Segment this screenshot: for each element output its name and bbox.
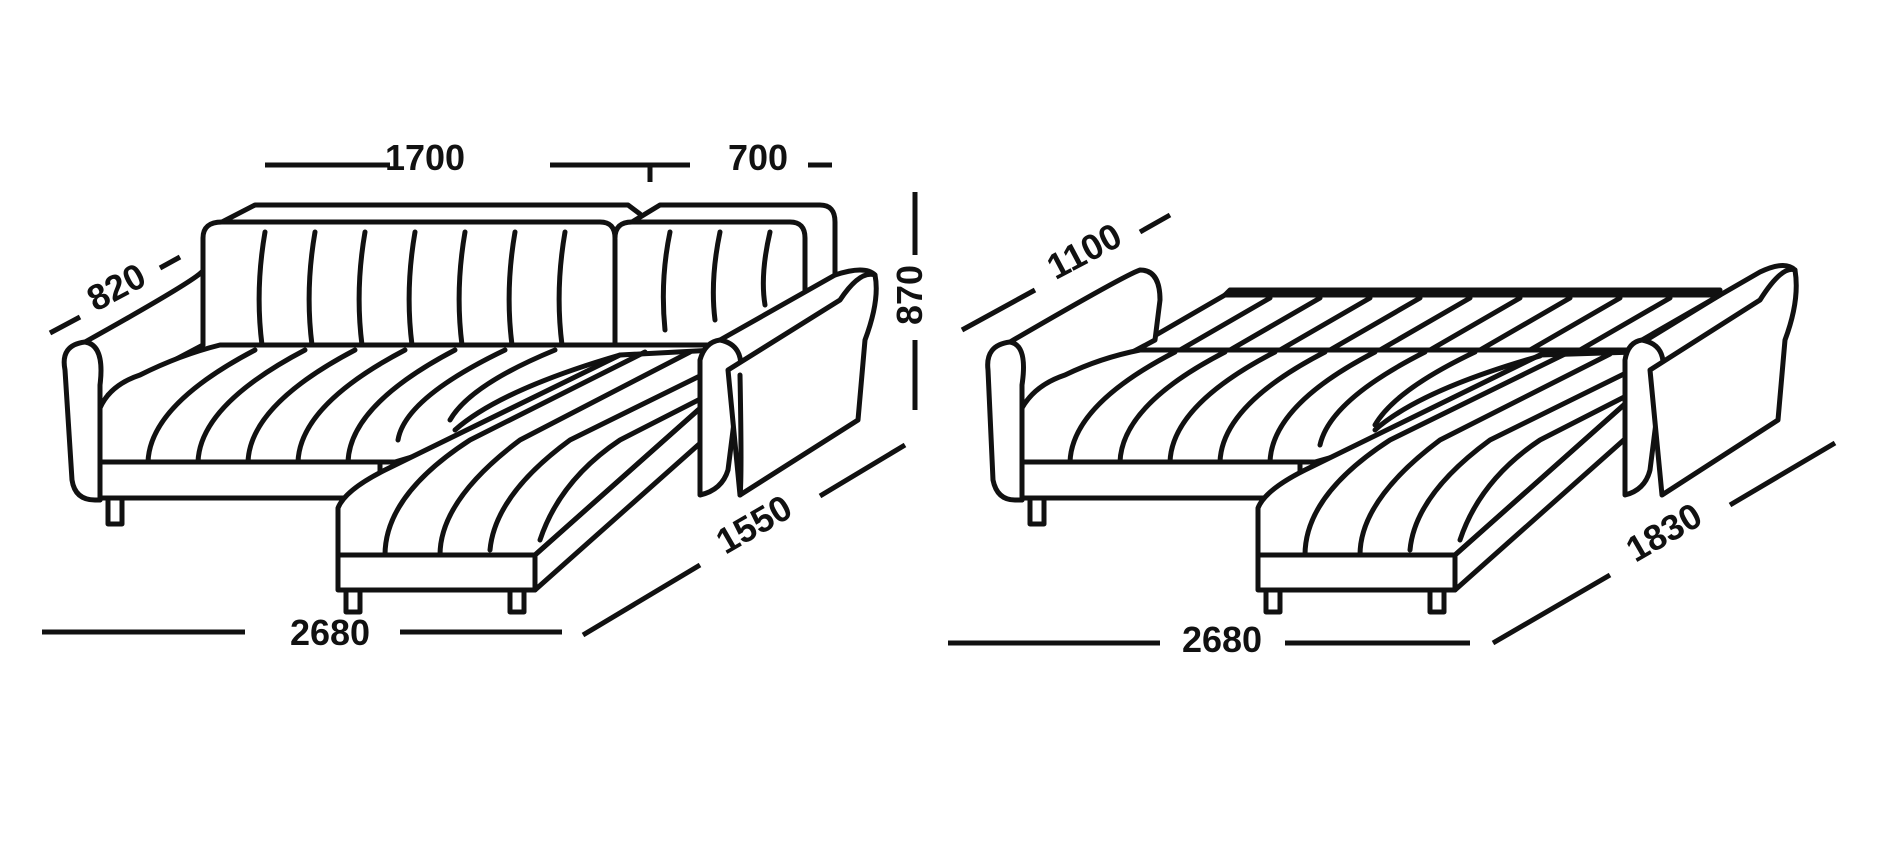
left-chaise-stitching bbox=[382, 349, 717, 558]
left-seat-stitching bbox=[145, 347, 558, 465]
right-seat-base bbox=[1019, 459, 1303, 501]
dim-line-1100-a bbox=[960, 287, 1037, 333]
left-leg-2 bbox=[343, 587, 363, 615]
dim-label-1700: 1700 bbox=[385, 137, 465, 178]
dim-line-820-b bbox=[158, 254, 182, 271]
left-chaise-base bbox=[335, 552, 538, 593]
right-bed-back-rim bbox=[1222, 287, 1723, 298]
left-chaise-back-top bbox=[629, 202, 838, 278]
left-armrest-panel bbox=[725, 271, 879, 498]
dim-line-1830-b bbox=[1728, 440, 1837, 508]
right-leg-3 bbox=[1427, 587, 1447, 615]
right-sofa bbox=[985, 263, 1799, 615]
dim-label-2680-right: 2680 bbox=[1182, 619, 1262, 660]
left-back-cushion-top bbox=[219, 202, 643, 225]
dim-line-1100-b bbox=[1138, 212, 1172, 235]
right-seat-stitching bbox=[1067, 349, 1478, 465]
dim-line-1550-b bbox=[818, 442, 907, 499]
left-armrest-inner bbox=[82, 339, 104, 503]
right-leg-2 bbox=[1263, 587, 1283, 615]
dim-label-700: 700 bbox=[728, 137, 788, 178]
left-seat-base bbox=[97, 459, 383, 501]
dim-label-1550: 1550 bbox=[709, 486, 799, 562]
right-sofa-left-armrest bbox=[985, 267, 1163, 503]
dim-line-820-a bbox=[48, 314, 82, 336]
dim-line-1550-a bbox=[581, 562, 702, 638]
dim-label-2680-left: 2680 bbox=[290, 612, 370, 653]
left-leg-1 bbox=[105, 495, 125, 527]
left-chaise-back-cushion bbox=[612, 219, 808, 293]
right-chaise-stitching bbox=[1302, 351, 1637, 558]
right-leg-1 bbox=[1027, 495, 1047, 527]
left-sofa bbox=[61, 202, 879, 615]
right-bed-back-stitching bbox=[1177, 295, 1673, 353]
dim-label-1830: 1830 bbox=[1619, 494, 1709, 570]
dim-label-870: 870 bbox=[889, 265, 930, 325]
left-leg-3 bbox=[507, 587, 527, 615]
dim-line-1830-a bbox=[1491, 572, 1612, 646]
left-back-stitching bbox=[256, 229, 773, 348]
dim-label-1100: 1100 bbox=[1040, 215, 1128, 288]
right-chaise-base bbox=[1255, 552, 1458, 593]
right-armrest-panel bbox=[1647, 266, 1799, 498]
